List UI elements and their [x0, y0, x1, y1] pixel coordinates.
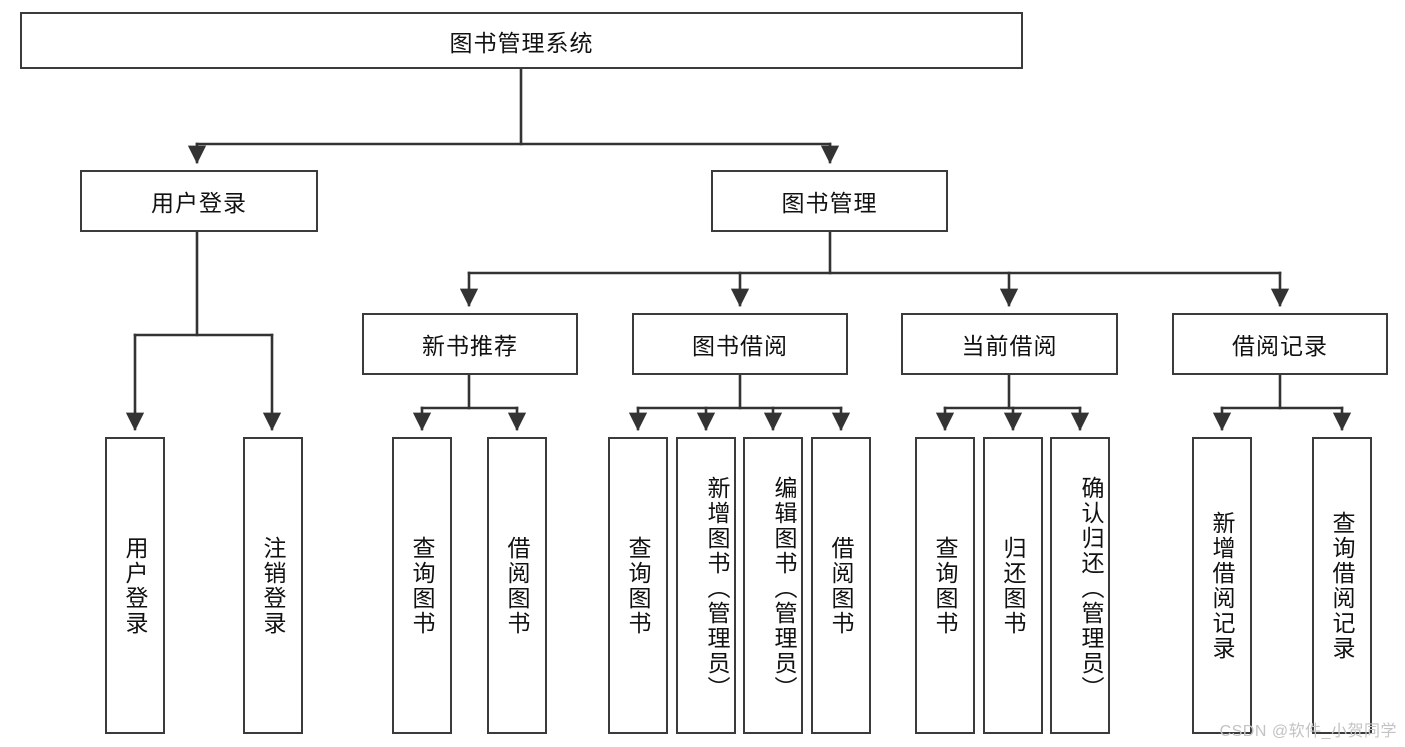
node-leaf-add-record-label: 新增借阅记录 [1209, 510, 1235, 661]
node-leaf-user-login[interactable]: 用户登录 [105, 437, 165, 734]
node-leaf-return-book[interactable]: 归还图书 [983, 437, 1043, 734]
node-new-book-recommend-label: 新书推荐 [422, 333, 518, 359]
node-leaf-user-login-label: 用户登录 [122, 535, 148, 636]
node-leaf-confirm-return-label: 确认归还（管理员） [1078, 476, 1104, 701]
node-leaf-borrow-book-1-label: 借阅图书 [504, 535, 530, 636]
node-new-book-recommend[interactable]: 新书推荐 [362, 313, 578, 375]
node-leaf-query-record-label: 查询借阅记录 [1329, 510, 1355, 661]
node-book-borrow[interactable]: 图书借阅 [632, 313, 848, 375]
node-leaf-add-book-label: 新增图书（管理员） [704, 476, 730, 701]
node-leaf-add-record[interactable]: 新增借阅记录 [1192, 437, 1252, 734]
node-root-label: 图书管理系统 [449, 29, 594, 56]
node-borrow-record[interactable]: 借阅记录 [1172, 313, 1388, 375]
node-leaf-query-book-3-label: 查询图书 [932, 535, 958, 636]
node-leaf-query-book-1-label: 查询图书 [409, 535, 435, 636]
node-book-manage[interactable]: 图书管理 [711, 170, 948, 232]
node-leaf-edit-book[interactable]: 编辑图书（管理员） [743, 437, 803, 734]
node-leaf-confirm-return[interactable]: 确认归还（管理员） [1050, 437, 1110, 734]
node-leaf-borrow-book-2-label: 借阅图书 [828, 535, 854, 636]
node-leaf-query-book-2[interactable]: 查询图书 [608, 437, 668, 734]
node-leaf-query-book-3[interactable]: 查询图书 [915, 437, 975, 734]
node-book-manage-label: 图书管理 [781, 190, 878, 216]
node-root[interactable]: 图书管理系统 [20, 12, 1023, 69]
node-leaf-borrow-book-2[interactable]: 借阅图书 [811, 437, 871, 734]
node-current-borrow-label: 当前借阅 [961, 333, 1058, 359]
node-leaf-edit-book-label: 编辑图书（管理员） [771, 476, 797, 701]
node-leaf-add-book[interactable]: 新增图书（管理员） [676, 437, 736, 734]
node-user-login-label: 用户登录 [151, 190, 247, 216]
node-leaf-borrow-book-1[interactable]: 借阅图书 [487, 437, 547, 734]
node-leaf-query-book-2-label: 查询图书 [625, 535, 651, 636]
node-leaf-user-logout[interactable]: 注销登录 [243, 437, 303, 734]
node-leaf-user-logout-label: 注销登录 [260, 535, 286, 636]
node-leaf-return-book-label: 归还图书 [1000, 535, 1026, 636]
node-leaf-query-book-1[interactable]: 查询图书 [392, 437, 452, 734]
node-book-borrow-label: 图书借阅 [692, 333, 788, 359]
node-leaf-query-record[interactable]: 查询借阅记录 [1312, 437, 1372, 734]
node-user-login[interactable]: 用户登录 [80, 170, 318, 232]
node-borrow-record-label: 借阅记录 [1232, 333, 1328, 359]
watermark-text: CSDN @软件_小贺同学 [1219, 723, 1397, 740]
node-current-borrow[interactable]: 当前借阅 [901, 313, 1118, 375]
